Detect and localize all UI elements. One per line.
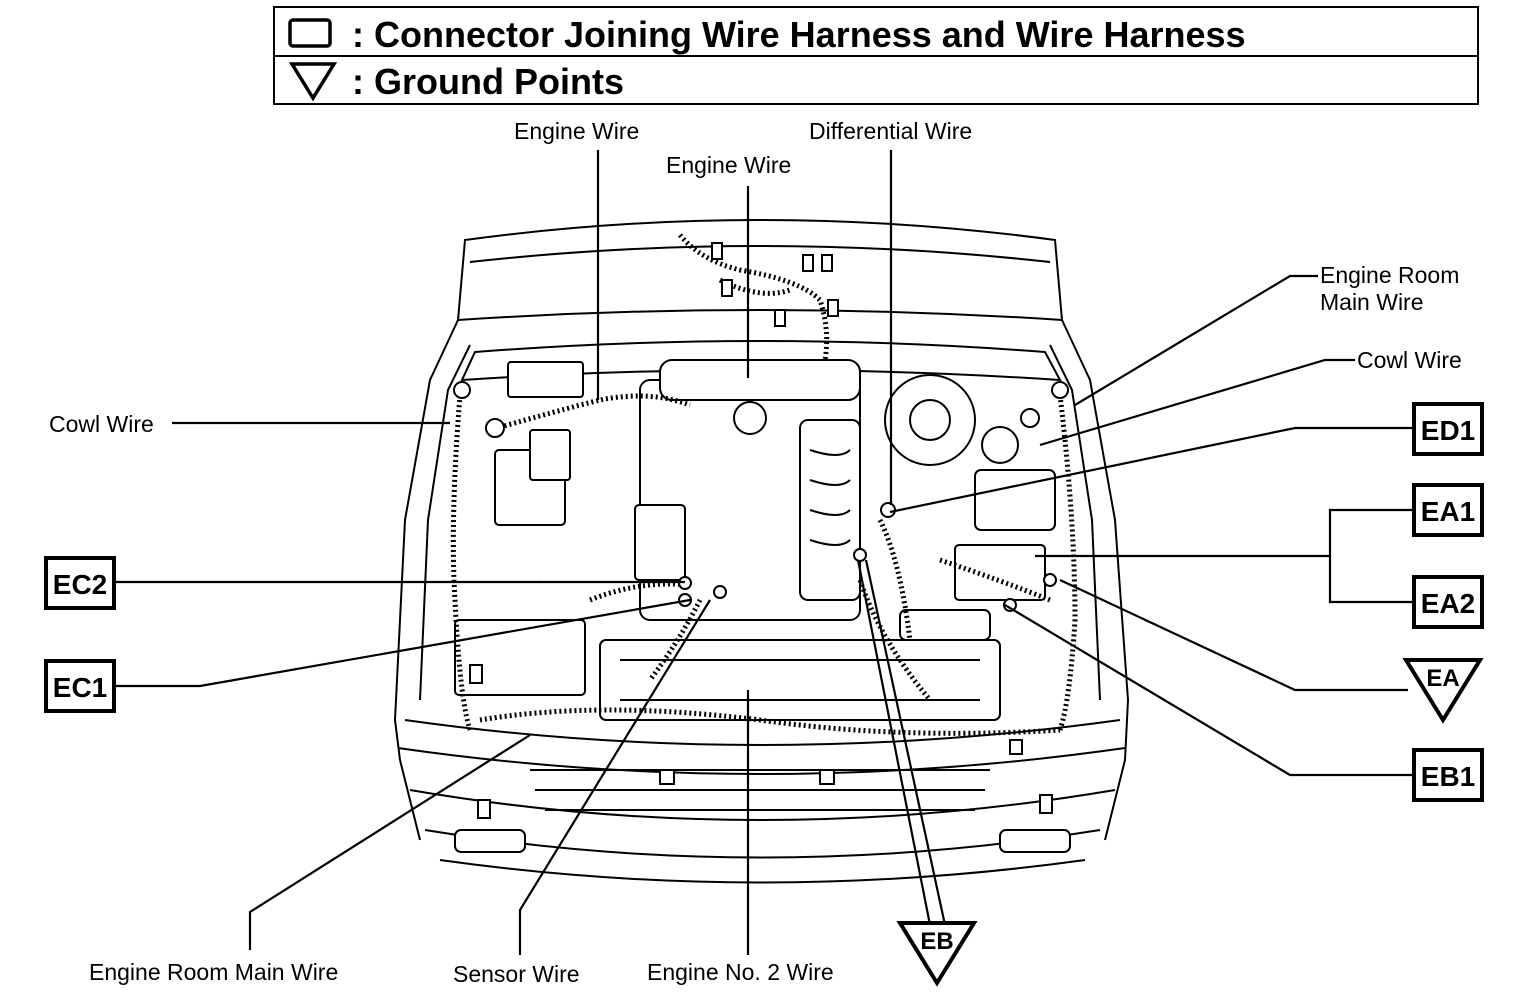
connector-ec2: EC2	[44, 556, 116, 610]
label-sensor-wire: Sensor Wire	[453, 961, 580, 987]
connector-codes: ED1 EA1 EA2 EB1 EC2 EC1	[44, 402, 1484, 802]
label-cowl-wire-right: Cowl Wire	[1357, 347, 1462, 373]
label-engine-room-main-wire-bottom: Engine Room Main Wire	[89, 959, 338, 985]
label-engine-wire-2: Engine Wire	[666, 152, 791, 178]
svg-text:EC2: EC2	[53, 569, 107, 600]
connector-ea2: EA2	[1412, 575, 1484, 629]
label-engine-wire-1: Engine Wire	[514, 118, 639, 144]
label-engine-room-main-wire-top-line1: Engine Room	[1320, 262, 1459, 288]
svg-text:EC1: EC1	[53, 672, 107, 703]
label-differential-wire: Differential Wire	[809, 118, 972, 144]
svg-text:EA1: EA1	[1421, 496, 1475, 527]
svg-text:EB: EB	[920, 928, 953, 955]
ground-symbol-icon	[288, 62, 338, 102]
vehicle-illustration	[393, 219, 1130, 884]
connector-ec1: EC1	[44, 659, 116, 713]
ground-ea: EA	[1402, 658, 1484, 724]
svg-text:EA: EA	[1426, 665, 1459, 692]
legend-ground-text: : Ground Points	[352, 61, 624, 102]
leader-lines	[115, 150, 1412, 955]
legend-connector-text: : Connector Joining Wire Harness and Wir…	[352, 14, 1246, 55]
connector-eb1: EB1	[1412, 748, 1484, 802]
label-engine-room-main-wire-top-line2: Main Wire	[1320, 289, 1424, 315]
ground-points: EA EB	[896, 658, 1484, 987]
svg-text:EA2: EA2	[1421, 588, 1475, 619]
svg-text:ED1: ED1	[1421, 415, 1475, 446]
label-cowl-wire-left: Cowl Wire	[49, 411, 154, 437]
connector-ed1: ED1	[1412, 402, 1484, 456]
wire-labels: Engine Wire Engine Wire Differential Wir…	[49, 118, 1462, 987]
svg-text:EB1: EB1	[1421, 761, 1475, 792]
ground-eb: EB	[896, 921, 978, 987]
connector-symbol-icon	[288, 18, 332, 48]
connector-ea1: EA1	[1412, 483, 1484, 537]
legend: : Connector Joining Wire Harness and Wir…	[273, 6, 1479, 105]
label-engine-no2-wire: Engine No. 2 Wire	[647, 959, 834, 985]
